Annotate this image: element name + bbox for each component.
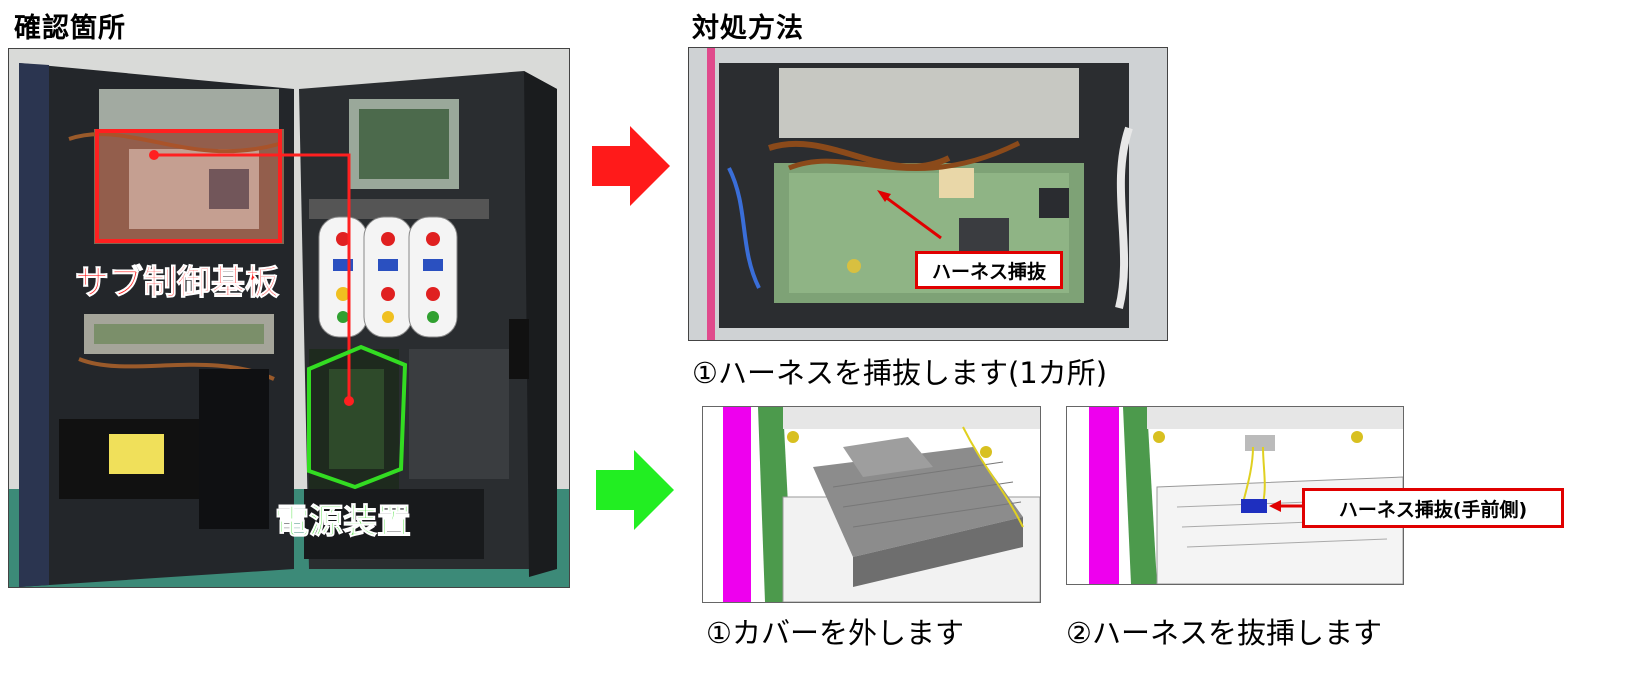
harness-connector-icon	[1241, 499, 1267, 513]
power-unit-label: 電源装置	[275, 502, 412, 543]
sub-board-leader-line	[154, 153, 351, 401]
sub-board-label: サブ制御基板	[75, 263, 280, 304]
section-title-check-location: 確認箇所	[14, 13, 126, 44]
cover-cad-image	[702, 406, 1041, 603]
harness-pointer-head	[877, 190, 891, 202]
harness-cad-image	[1066, 406, 1404, 585]
harness-front-callout: ハーネス挿抜(手前側)	[1302, 488, 1564, 528]
step-caption-reinsert-harness: ②ハーネスを抜挿します	[1066, 616, 1382, 650]
slot-machine-photo: サブ制御基板 電源装置	[8, 48, 570, 588]
section-title-countermeasure: 対処方法	[692, 13, 804, 44]
power-unit-highlight	[307, 344, 408, 490]
board-illustration	[689, 48, 1167, 340]
red-arrow-icon	[592, 126, 670, 206]
step-caption-harness-reseat: ①ハーネスを挿抜します(1カ所)	[692, 356, 1108, 390]
sub-board-highlight	[95, 129, 282, 243]
cover-illustration	[703, 407, 1040, 602]
step-caption-remove-cover: ①カバーを外します	[706, 616, 964, 650]
board-harness-photo: ハーネス挿抜	[688, 47, 1168, 341]
slot-machine-illustration	[9, 49, 569, 587]
harness-pointer-line	[883, 194, 942, 240]
harness-cad-illustration	[1067, 407, 1403, 584]
harness-callout: ハーネス挿抜	[915, 251, 1063, 289]
green-arrow-icon	[596, 450, 674, 530]
